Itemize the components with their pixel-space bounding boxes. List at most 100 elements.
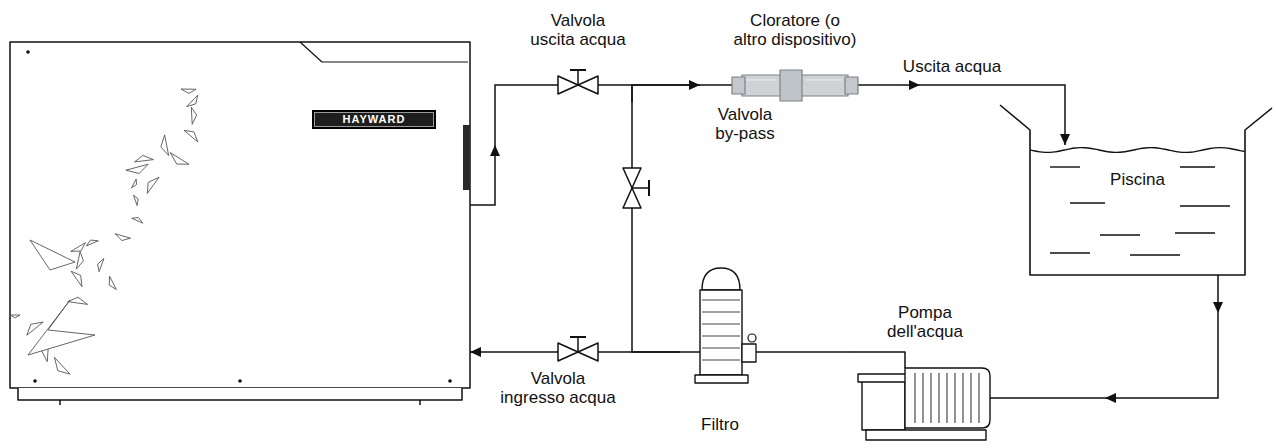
flow-arrowhead	[490, 145, 500, 156]
component-label: Valvola uscita acqua	[528, 12, 628, 49]
component-label: Valvola ingresso acqua	[488, 370, 628, 407]
water-dash	[1050, 252, 1090, 253]
decor-shard	[71, 271, 82, 287]
pipe-line	[632, 85, 700, 102]
filter-base	[695, 375, 748, 383]
pipe-connector	[632, 85, 700, 102]
valve-symbol	[558, 76, 598, 94]
motor-rib	[971, 373, 972, 423]
chlorinator: Cloratore (o altro dispositivo)	[700, 12, 890, 102]
filter: Filtro	[680, 262, 760, 440]
chlorinator-cap	[845, 77, 858, 94]
filter-rib	[702, 360, 740, 361]
water-dash	[1175, 232, 1215, 233]
pipe-connector	[470, 347, 485, 357]
pipe-line	[760, 351, 850, 353]
water-dash	[1100, 234, 1140, 235]
chlorinator-cap	[732, 77, 745, 94]
decor-shard	[184, 130, 198, 142]
pipe-connector	[632, 217, 680, 352]
inlet-valve: Valvola ingresso acqua	[485, 330, 631, 420]
water-dash	[1070, 202, 1105, 203]
decor-shard	[170, 153, 189, 165]
bypass-valve: Valvola by-pass	[612, 102, 792, 217]
water-dash	[1180, 205, 1230, 206]
heat-pump-unit: HAYWARD	[10, 42, 470, 400]
decor-shard	[131, 179, 136, 188]
connection-panel	[463, 125, 470, 190]
outlet-valve: Valvola uscita acqua	[524, 12, 632, 110]
housing-foot	[59, 400, 61, 405]
flow-arrowhead	[909, 80, 920, 90]
pump-lid	[858, 374, 909, 382]
filter-rib	[702, 348, 740, 349]
decor-shard	[10, 315, 20, 318]
water-dash	[1130, 254, 1180, 255]
housing-base	[18, 388, 462, 400]
component-drawing	[680, 262, 760, 440]
component-label: Cloratore (o altro dispositivo)	[709, 12, 881, 49]
pipe-connector	[1000, 275, 1223, 403]
decor-shard	[126, 164, 148, 173]
pipe-line	[1000, 275, 1218, 398]
decor-shard	[86, 240, 98, 246]
valve-symbol	[558, 343, 598, 361]
motor-rib	[939, 373, 940, 423]
decor-shard	[187, 95, 198, 107]
decor-shard	[27, 322, 43, 335]
filter-rib	[702, 312, 740, 313]
decor-shard	[115, 234, 130, 241]
brand-logo: HAYWARD	[312, 110, 436, 129]
valve-handle	[570, 336, 586, 338]
decor-shard	[54, 357, 70, 374]
motor-rib	[947, 373, 948, 423]
valve-symbol	[623, 168, 641, 208]
pipe-line	[632, 217, 680, 352]
component-drawing	[1030, 145, 1245, 275]
motor-rib	[979, 373, 980, 423]
pressure-gauge	[748, 334, 756, 342]
valve-handle	[570, 69, 586, 71]
valve-stem	[577, 337, 579, 352]
motor-rib	[931, 373, 932, 423]
decor-shard	[132, 217, 143, 223]
component-label: Pompa dell'acqua	[875, 304, 975, 341]
housing-screw	[26, 50, 30, 54]
pool-outline	[1000, 105, 1272, 275]
pipe-stub	[850, 352, 905, 368]
pump-strainer	[862, 380, 905, 430]
pipe-connector	[470, 85, 524, 205]
chlorinator-highlight	[806, 80, 842, 81]
housing-foot	[419, 400, 421, 405]
pool: Piscina	[1030, 145, 1245, 275]
heat-pump-housing	[10, 42, 470, 388]
water-dash	[1180, 166, 1215, 167]
flow-arrowhead	[1213, 302, 1223, 313]
decor-shard	[68, 297, 88, 304]
valve-stem	[577, 70, 579, 85]
decor-shard	[71, 243, 86, 252]
motor-rib	[955, 373, 956, 423]
filter-body	[700, 290, 742, 375]
water-surface	[1030, 148, 1245, 153]
chlorinator-band	[780, 70, 802, 101]
decor-shard	[161, 135, 169, 156]
motor-rib	[915, 373, 916, 423]
decor-shard	[98, 258, 104, 271]
component-label: Filtro	[685, 416, 755, 435]
pump-motor	[905, 368, 990, 428]
valve-stem	[632, 187, 649, 189]
component-label: Valvola by-pass	[705, 106, 785, 143]
decor-shard	[181, 89, 196, 93]
housing-panel-line	[300, 42, 468, 62]
motor-rib	[963, 373, 964, 423]
flow-arrowhead	[1060, 134, 1070, 145]
chlorinator-highlight	[746, 80, 776, 81]
pipe-connector	[890, 80, 1070, 145]
housing-screw	[33, 379, 37, 383]
housing-screw	[238, 379, 242, 383]
decor-shard	[109, 276, 116, 289]
water-pump: Pompa dell'acqua	[850, 300, 1000, 445]
decor-shard	[28, 300, 95, 355]
filter-rib	[702, 336, 740, 337]
